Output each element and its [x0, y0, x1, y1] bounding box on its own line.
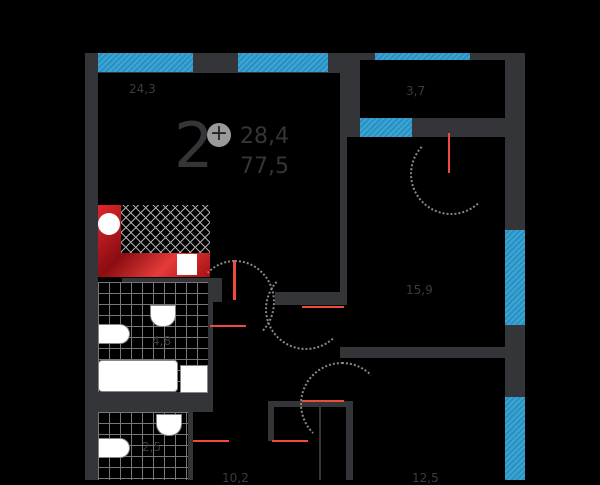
- door-swing: [410, 133, 492, 215]
- wall: [340, 53, 360, 137]
- wall: [85, 392, 213, 412]
- living-area: 28,4: [240, 124, 289, 149]
- washing-machine-icon: [180, 365, 208, 393]
- rooms-count: 2: [174, 109, 214, 182]
- bathtub-icon: [98, 360, 178, 392]
- door-swing: [300, 362, 384, 446]
- stove-icon: [177, 254, 197, 275]
- window: [238, 53, 328, 72]
- washbasin-icon: [150, 305, 176, 327]
- wall: [268, 401, 274, 441]
- door[interactable]: [193, 440, 229, 442]
- sink-icon: [98, 213, 120, 235]
- wall: [319, 407, 321, 480]
- window: [505, 230, 525, 325]
- room-area-kitchen-living: 24,3: [129, 82, 156, 96]
- room-area-bathroom: 4,8: [152, 334, 172, 348]
- plus-icon: +: [207, 123, 231, 147]
- wall: [340, 137, 347, 305]
- total-area: 77,5: [240, 154, 289, 179]
- room-area-wc: 2,5: [142, 440, 162, 454]
- door-swing: [195, 260, 275, 344]
- window: [360, 118, 412, 137]
- door[interactable]: [272, 440, 308, 442]
- room-area-bedroom2: 12,5: [412, 471, 439, 485]
- room-area-bedroom1: 15,9: [406, 283, 433, 297]
- wall: [85, 53, 98, 480]
- room-area-balcony: 3,7: [406, 84, 426, 98]
- window: [375, 53, 470, 60]
- washbasin-icon: [156, 414, 182, 436]
- wall: [188, 412, 193, 480]
- kitchen-hatch: [121, 205, 210, 253]
- wall: [208, 282, 213, 412]
- toilet-icon: [98, 438, 130, 458]
- window: [98, 53, 193, 72]
- window: [505, 397, 525, 480]
- toilet-icon: [98, 324, 130, 344]
- wall: [340, 347, 505, 358]
- door-swing: [265, 268, 347, 350]
- room-area-hall: 10,2: [222, 471, 249, 485]
